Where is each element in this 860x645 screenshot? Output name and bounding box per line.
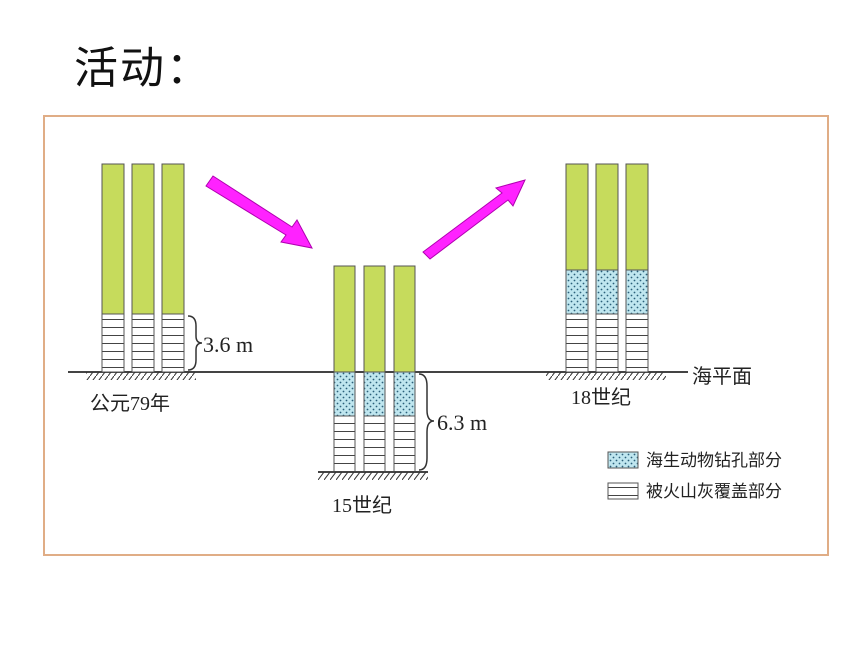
legend-item-ash: 被火山灰覆盖部分: [607, 482, 782, 501]
page-title: 活动：: [74, 43, 212, 94]
legend-item-bored: 海生动物钻孔部分: [607, 451, 782, 470]
pillar: [565, 163, 589, 373]
height-above-label: 3.6 m: [203, 332, 253, 357]
legend-label: 海生动物钻孔部分: [646, 451, 782, 470]
pillar: [625, 163, 649, 373]
legend-label: 被火山灰覆盖部分: [646, 482, 782, 501]
pillar-group-79ad: 3.6 m 公元79年: [86, 163, 253, 415]
sea-level-label: 海平面: [692, 365, 752, 388]
pillar: [595, 163, 619, 373]
pillar: [363, 265, 386, 473]
ground-hatch: [86, 372, 196, 380]
era-label-79ad: 公元79年: [90, 392, 170, 415]
legend: 海生动物钻孔部分 被火山灰覆盖部分: [607, 451, 782, 501]
pillar-group-15th-century: 6.3 m 15世纪: [318, 265, 487, 517]
pillar: [333, 265, 356, 473]
ground-hatch: [318, 472, 428, 480]
arrow-down-right-icon: [205, 175, 313, 249]
era-label-18th-century: 18世纪: [571, 386, 631, 409]
pillar-group-18th-century: 18世纪: [546, 163, 666, 409]
pillar: [393, 265, 416, 473]
height-brace: [187, 315, 203, 371]
pillar: [131, 163, 155, 373]
pillar: [161, 163, 185, 373]
era-label-15th-century: 15世纪: [332, 494, 392, 517]
pillar: [101, 163, 125, 373]
depth-below-label: 6.3 m: [437, 410, 487, 435]
ground-hatch: [546, 372, 666, 380]
arrow-up-right-icon: [422, 179, 526, 260]
depth-brace: [418, 373, 435, 471]
